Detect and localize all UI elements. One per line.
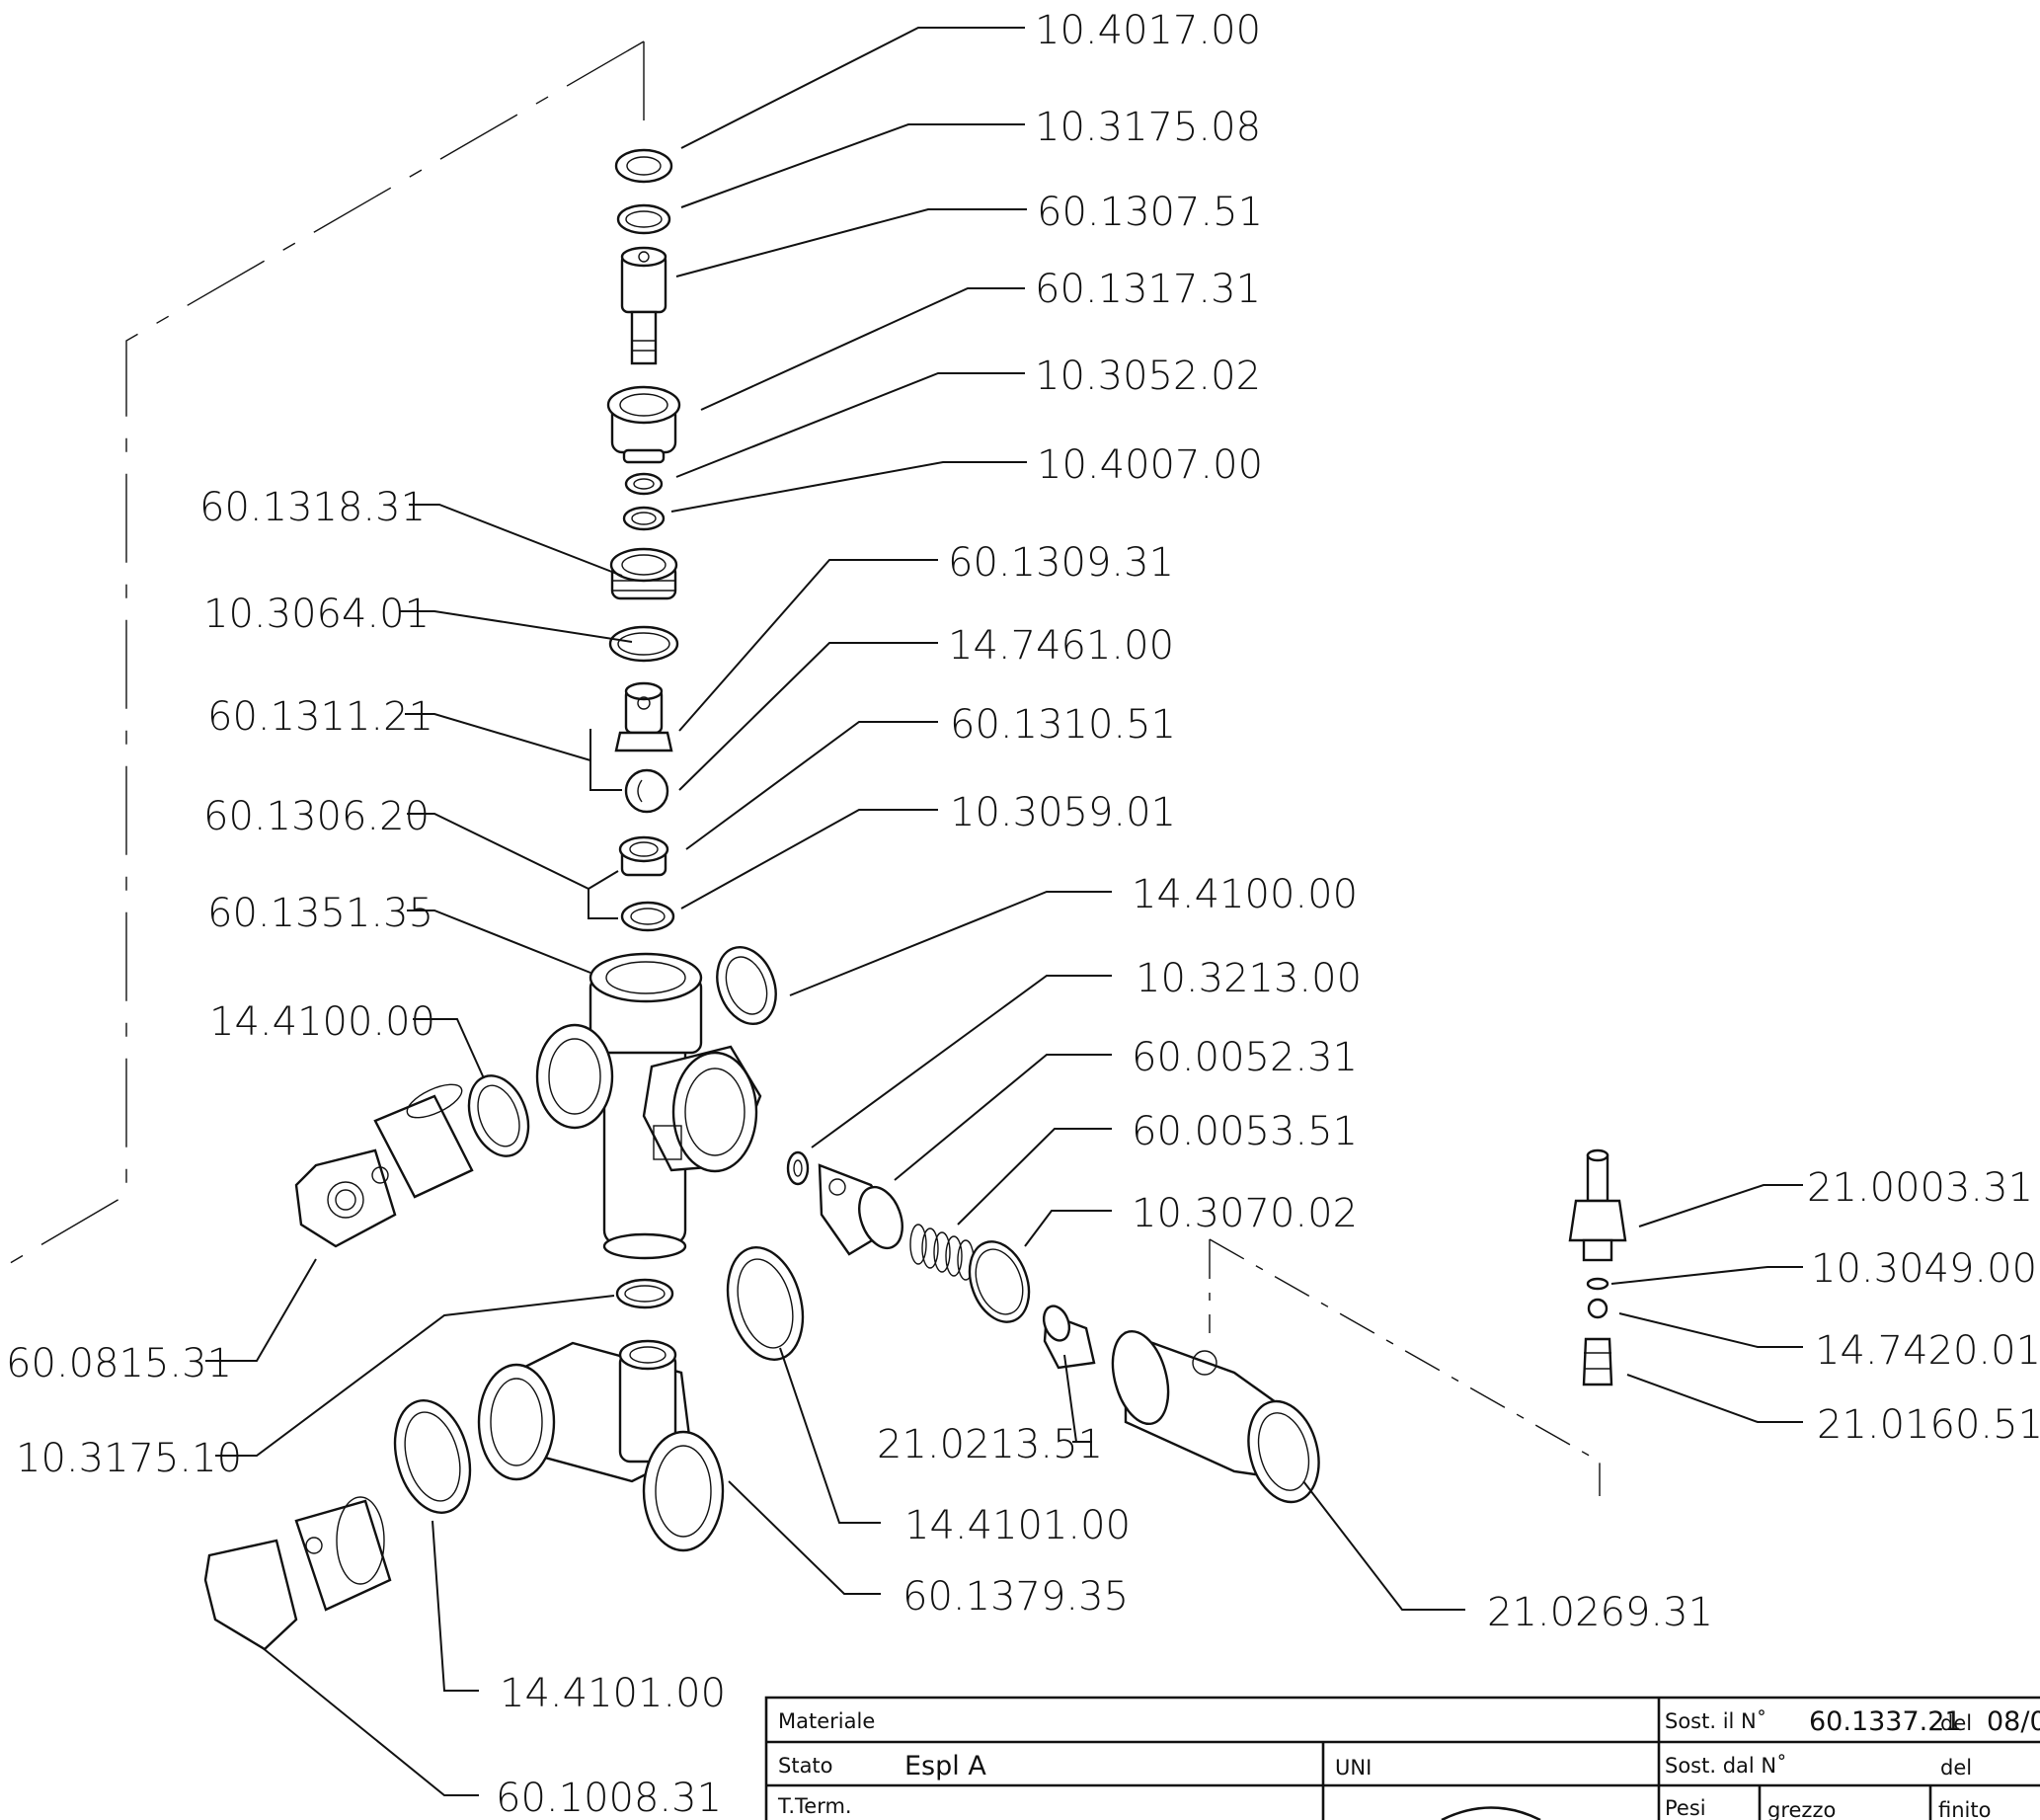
title-block: Materiale Stato Espl A UNI T.Term. Sost.… [764, 1696, 2040, 1820]
part-number-label: 10.4017.00 [1035, 8, 1261, 53]
part-number-label: 60.1311.21 [207, 694, 433, 740]
part-number-label: 10.3052.02 [1035, 354, 1261, 399]
part-number-label: 10.4007.00 [1037, 442, 1263, 488]
part-number-label: 10.3059.01 [950, 790, 1176, 835]
part-number-label: 10.3070.02 [1132, 1191, 1358, 1236]
part-number-label: 60.1008.31 [496, 1776, 722, 1820]
part-number-label: 14.4100.00 [1132, 872, 1358, 917]
part-number-label: 10.3175.08 [1035, 105, 1261, 150]
tterm-label: T.Term. [777, 1794, 852, 1818]
stato-value: Espl A [904, 1751, 986, 1781]
part-number-label: 60.0815.31 [6, 1341, 232, 1386]
sost-il-label: Sost. il N˚ [1665, 1709, 1766, 1733]
part-number-label: 14.4101.00 [500, 1671, 726, 1716]
grezzo-label: grezzo [1767, 1798, 1836, 1820]
part-number-label: 60.1307.51 [1037, 190, 1263, 235]
del-label: del [1940, 1756, 1972, 1780]
sost-dal-label: Sost. dal N˚ [1665, 1754, 1787, 1778]
pesi-label: Pesi [1665, 1796, 1706, 1820]
uni-label: UNI [1335, 1756, 1372, 1780]
part-number-label: 60.1317.31 [1035, 267, 1261, 312]
sost-il-value: 60.1337.21 [1809, 1706, 1962, 1737]
assembly-axis-lines [0, 40, 1601, 1496]
materiale-label: Materiale [778, 1709, 875, 1733]
callout-labels: 10.4017.00 10.3175.08 60.1307.51 60.1317… [6, 8, 2040, 1820]
part-number-label: 21.0160.51 [1817, 1402, 2040, 1448]
part-number-label: 60.1310.51 [950, 702, 1176, 748]
part-number-label: 14.4100.00 [209, 999, 435, 1045]
part-number-label: 60.0053.51 [1132, 1109, 1358, 1154]
part-number-label: 10.3064.01 [203, 592, 430, 637]
part-number-label: 14.7420.01 [1815, 1328, 2040, 1374]
part-number-label: 60.1379.35 [902, 1574, 1129, 1620]
part-number-label: 60.1306.20 [203, 794, 430, 839]
part-number-label: 10.3175.10 [16, 1436, 242, 1481]
leader-lines [205, 27, 1803, 1796]
part-number-label: 14.4101.00 [904, 1503, 1131, 1548]
del-label: del [1940, 1711, 1972, 1735]
part-number-label: 60.1309.31 [948, 540, 1174, 586]
finito-label: finito [1938, 1798, 1991, 1820]
part-number-label: 60.0052.31 [1132, 1035, 1358, 1080]
part-number-label: 10.3049.00 [1811, 1246, 2037, 1292]
part-number-label: 21.0213.51 [877, 1422, 1103, 1467]
part-number-label: 60.1318.31 [199, 485, 426, 530]
date-value: 08/0 [1987, 1706, 2040, 1737]
part-number-label: 60.1351.35 [207, 891, 433, 936]
parts [203, 148, 1627, 1651]
part-number-label: 10.3213.00 [1136, 956, 1362, 1001]
part-number-label: 21.0003.31 [1807, 1165, 2033, 1211]
part-number-label: 21.0269.31 [1487, 1590, 1713, 1635]
part-number-label: 14.7461.00 [948, 623, 1174, 669]
stato-label: Stato [778, 1754, 833, 1778]
